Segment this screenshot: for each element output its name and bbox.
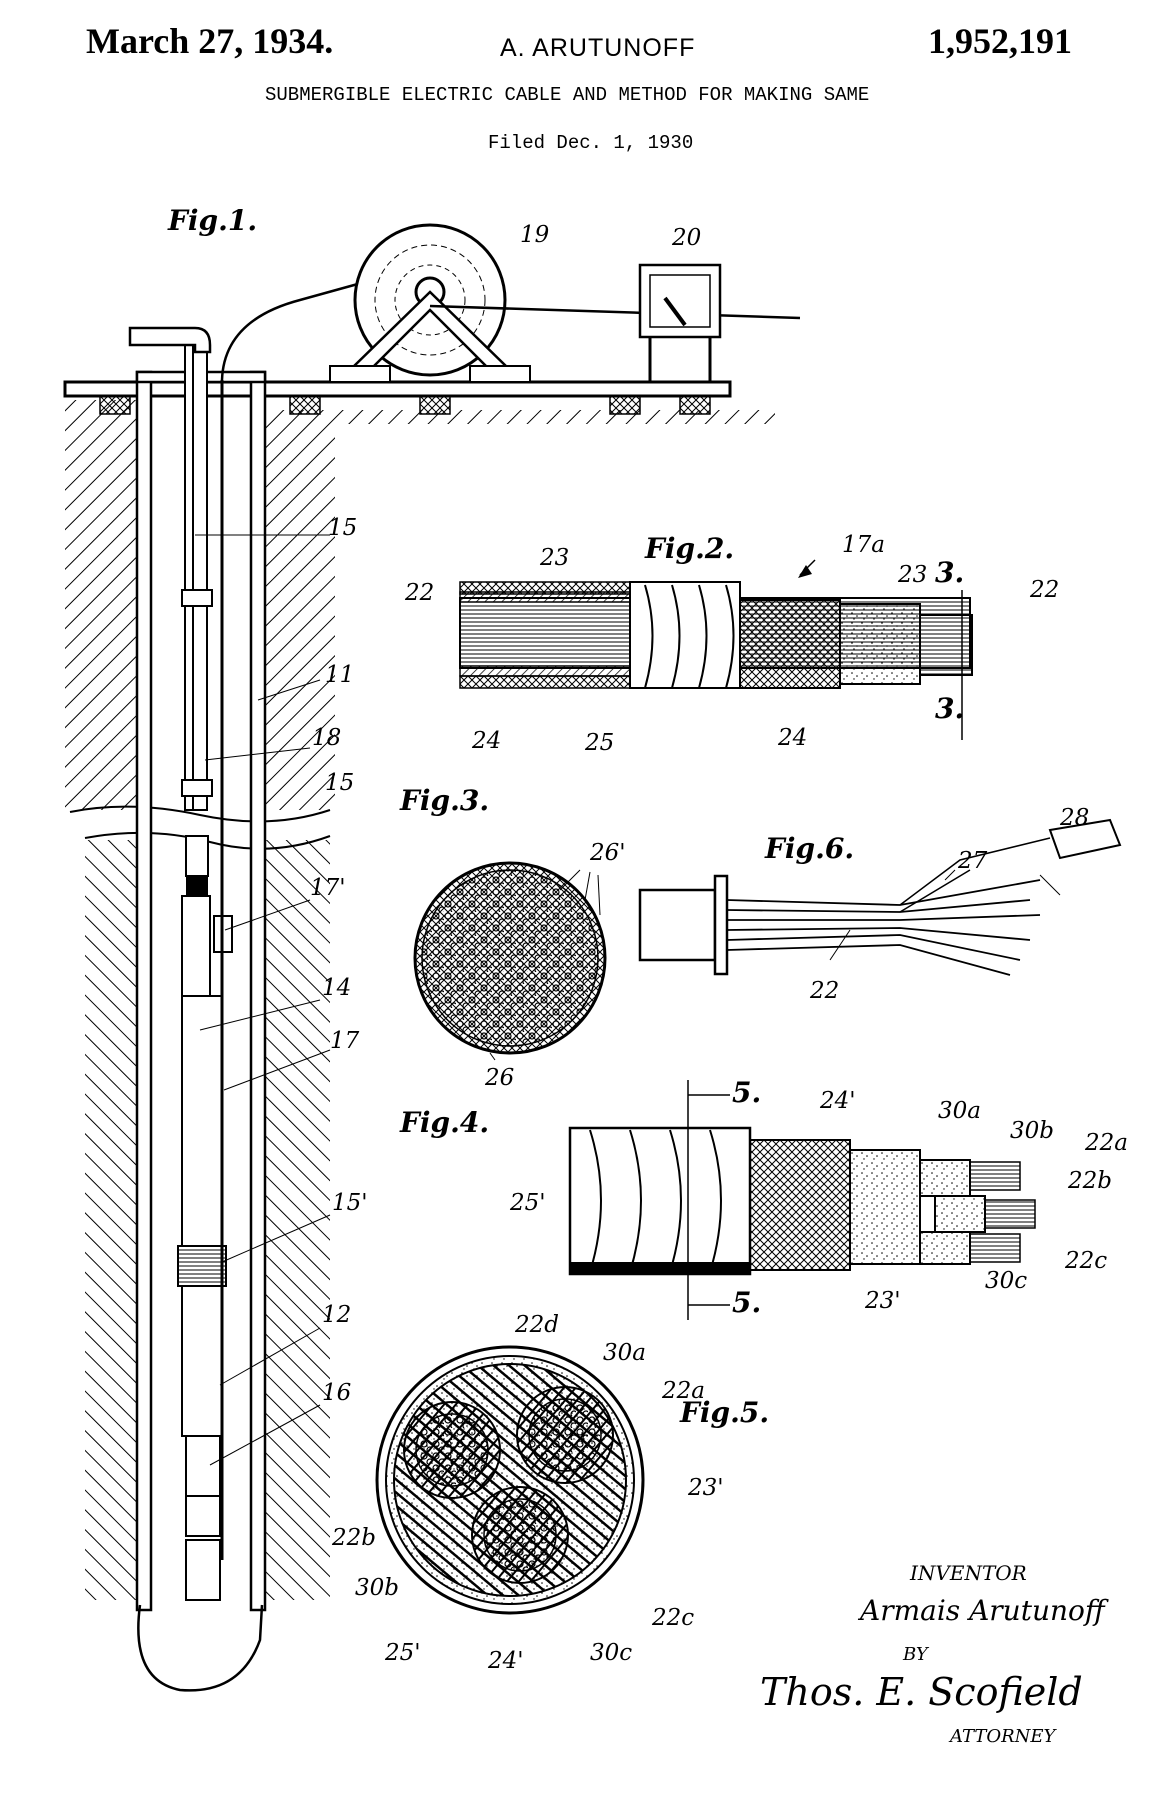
patent-number: 1,952,191 — [928, 21, 1072, 61]
fig6-title: Fig.6. — [764, 832, 854, 865]
fig2-label-22-right: 22 — [1029, 577, 1059, 603]
label-11: 11 — [325, 662, 354, 688]
fig6-drawing — [638, 818, 1122, 976]
fig2-label-22-left: 22 — [404, 580, 434, 606]
fig4-label-30c: 30c — [985, 1268, 1027, 1294]
fig6-label-22: 22 — [809, 978, 839, 1004]
fig3-label-26-prime: 26' — [589, 840, 626, 866]
fig5-label-22c: 22c — [651, 1605, 694, 1631]
armor-tape — [629, 581, 741, 689]
fig4-label-30a: 30a — [938, 1098, 981, 1124]
attorney-caption: ATTORNEY — [948, 1726, 1058, 1747]
earth-left-lower — [85, 840, 140, 1600]
label-19: 19 — [520, 222, 549, 248]
fig4-cable-drawing — [568, 1080, 1036, 1320]
derrick-floor — [63, 380, 732, 398]
label-17-prime: 17' — [310, 875, 346, 901]
fig4-title: Fig.4. — [399, 1106, 489, 1139]
inventor-caption: INVENTOR — [909, 1561, 1027, 1585]
fig4-label-22b: 22b — [1067, 1168, 1112, 1194]
fig5-label-30c: 30c — [590, 1640, 632, 1666]
label-18: 18 — [312, 725, 341, 751]
fig5-section-drawing — [375, 1345, 645, 1615]
fig2-label-17a: 17a — [842, 532, 885, 558]
fig4-label-22c: 22c — [1064, 1248, 1107, 1274]
braid-24 — [739, 599, 841, 689]
fig5-label-22a: 22a — [661, 1378, 705, 1404]
fig4-label-23-prime: 23' — [864, 1288, 901, 1314]
label-12: 12 — [322, 1302, 351, 1328]
earth-right-lower — [265, 840, 330, 1600]
fig3-title: Fig.3. — [399, 784, 489, 817]
discharge-elbow — [128, 326, 212, 354]
fig5-label-30a: 30a — [603, 1340, 646, 1366]
fig5-label-22d: 22d — [514, 1312, 559, 1338]
fig2-label-23-right: 23 — [897, 562, 927, 588]
label-15-upper: 15 — [328, 515, 357, 541]
fig2-section-3-top: 3. — [935, 556, 964, 589]
label-16: 16 — [322, 1380, 351, 1406]
label-15-prime: 15' — [332, 1190, 368, 1216]
fig5-label-22b: 22b — [331, 1525, 376, 1551]
fig4-label-22a: 22a — [1084, 1130, 1128, 1156]
fig5-label-25-prime: 25' — [384, 1640, 421, 1666]
insulation-23 — [839, 603, 921, 685]
attorney-signature: Thos. E. Scofield — [760, 1670, 1083, 1714]
earth-right-upper — [265, 424, 335, 810]
fig4-section-5-bottom: 5. — [732, 1286, 761, 1319]
fig1-well-drawing — [63, 223, 801, 1692]
fig2-cable-drawing — [459, 559, 973, 740]
fig3-section-drawing — [413, 861, 607, 1061]
casing-left-wall — [135, 370, 153, 1612]
fig5-label-24-prime: 24' — [487, 1648, 524, 1674]
conductor-22 — [919, 614, 973, 676]
casing-right-wall — [249, 370, 267, 1612]
fig2-title: Fig.2. — [644, 532, 734, 565]
motor-14 — [181, 995, 223, 1247]
fig4-label-25-prime: 25' — [509, 1190, 546, 1216]
fig2-label-23-left: 23 — [539, 545, 569, 571]
fig6-label-27: 27 — [957, 848, 988, 874]
fig4-label-24-prime: 24' — [819, 1088, 856, 1114]
patent-date: March 27, 1934. — [86, 21, 334, 61]
fig5-label-30b: 30b — [355, 1575, 399, 1601]
fig5-title: Fig.5. — [679, 1396, 769, 1429]
patent-title: SUBMERGIBLE ELECTRIC CABLE AND METHOD FO… — [265, 84, 870, 106]
pump-12 — [181, 1285, 223, 1437]
break-line-top — [69, 805, 331, 823]
fig4-section-5-top: 5. — [732, 1076, 761, 1109]
fig2-label-24-left: 24 — [471, 728, 501, 754]
inventor-header: A. ARUTUNOFF — [500, 34, 696, 62]
fig2-label-25: 25 — [584, 730, 614, 756]
label-20: 20 — [671, 225, 701, 251]
fig2-label-24-right: 24 — [777, 725, 807, 751]
well-bottom — [137, 1604, 264, 1692]
inventor-name: Armais Arutunoff — [857, 1594, 1109, 1627]
label-17: 17 — [330, 1028, 360, 1054]
fig3-label-26: 26 — [484, 1065, 514, 1091]
fig6-label-28: 28 — [1059, 805, 1089, 831]
fig2-section-3-bottom: 3. — [935, 692, 964, 725]
break-line-bottom — [84, 831, 331, 850]
by-caption: BY — [902, 1644, 930, 1665]
fig4-label-30b: 30b — [1010, 1118, 1054, 1144]
label-15-mid: 15 — [325, 770, 354, 796]
fig5-label-23-prime: 23' — [687, 1475, 724, 1501]
label-14: 14 — [322, 975, 351, 1001]
earth-surface — [265, 410, 775, 424]
earth-left-upper — [65, 400, 139, 810]
filing-date: Filed Dec. 1, 1930 — [488, 132, 694, 154]
fig1-title: Fig.1. — [167, 204, 257, 237]
